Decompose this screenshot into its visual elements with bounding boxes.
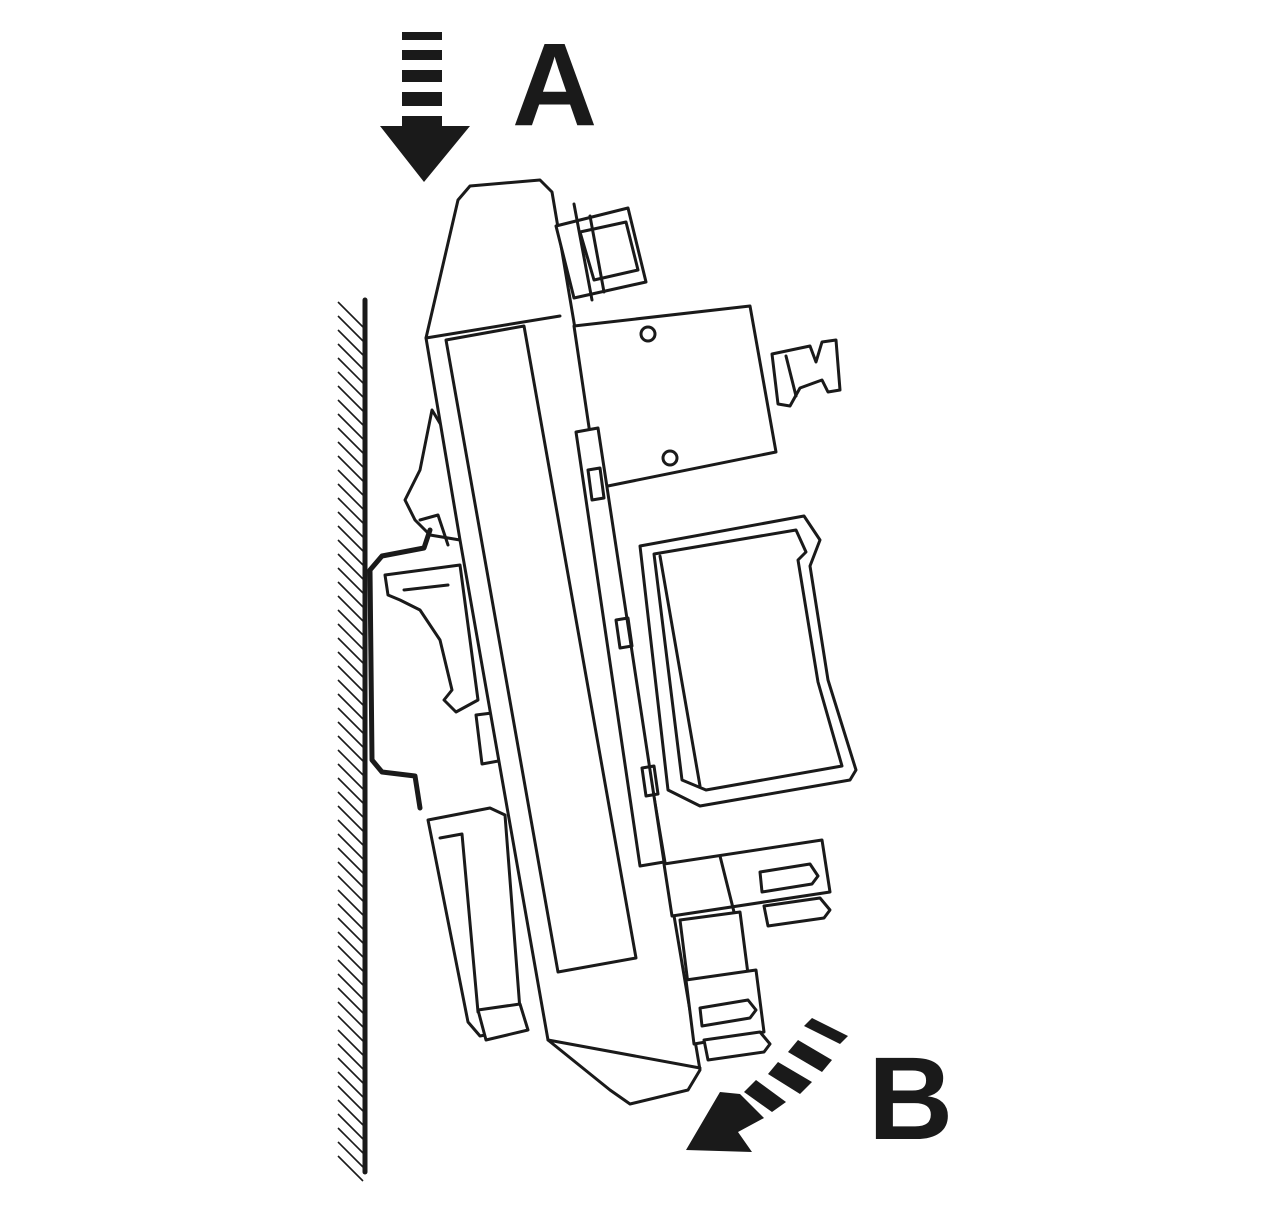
din-rail	[367, 527, 433, 811]
hatch-line	[337, 483, 364, 510]
hatch-line	[337, 819, 364, 846]
hatch-line	[337, 329, 364, 356]
hatch-line	[337, 805, 364, 832]
hatch-line	[337, 1099, 364, 1126]
hatch-line	[337, 315, 364, 342]
hatch-line	[337, 1113, 364, 1140]
terminal-cover	[638, 514, 858, 808]
hatch-line	[337, 791, 364, 818]
lower-terminals	[662, 838, 832, 1062]
hatch-line	[337, 385, 364, 412]
hatch-line	[337, 609, 364, 636]
hatch-line	[337, 469, 364, 496]
hatch-line	[337, 903, 364, 930]
hatch-line	[337, 301, 364, 328]
hatch-line	[337, 959, 364, 986]
hatch-line	[337, 861, 364, 888]
hatch-line	[337, 371, 364, 398]
hatch-line	[337, 1071, 364, 1098]
hatch-line	[337, 525, 364, 552]
top-connector	[554, 202, 648, 302]
hatch-line	[337, 847, 364, 874]
mounting-foot-lower	[426, 806, 530, 1042]
hatch-line	[337, 553, 364, 580]
step-label-a: A	[512, 19, 598, 151]
hatch-line	[337, 973, 364, 1000]
hatch-line	[337, 567, 364, 594]
hatch-line	[337, 623, 364, 650]
hatch-line	[337, 1085, 364, 1112]
hatch-line	[337, 777, 364, 804]
wall-hatching	[337, 301, 364, 1182]
step-label-b: B	[868, 1033, 954, 1165]
hatch-line	[337, 987, 364, 1014]
hatch-line	[337, 455, 364, 482]
side-module	[572, 304, 842, 490]
hatch-line	[337, 1127, 364, 1154]
hatch-line	[337, 749, 364, 776]
hatch-line	[337, 1141, 364, 1168]
hatch-line	[337, 1029, 364, 1056]
hatch-line	[337, 511, 364, 538]
hatch-line	[337, 1015, 364, 1042]
hatch-line	[337, 707, 364, 734]
hatch-line	[337, 735, 364, 762]
hatch-line	[337, 441, 364, 468]
hatch-line	[337, 413, 364, 440]
hatch-line	[337, 693, 364, 720]
hatch-line	[337, 1001, 364, 1028]
hatch-line	[337, 497, 364, 524]
hatch-line	[337, 721, 364, 748]
wall	[337, 297, 368, 1182]
hatch-line	[337, 931, 364, 958]
hatch-line	[337, 427, 364, 454]
arrow-a	[380, 32, 470, 182]
hatch-line	[337, 343, 364, 370]
hatch-line	[337, 889, 364, 916]
hatch-line	[337, 595, 364, 622]
arrow-b	[686, 1018, 848, 1152]
hatch-line	[337, 357, 364, 384]
device-housing	[424, 178, 702, 1106]
hatch-line	[337, 917, 364, 944]
hatch-line	[337, 1043, 364, 1070]
hatch-line	[337, 763, 364, 790]
hatch-line	[337, 875, 364, 902]
hatch-line	[337, 651, 364, 678]
hatch-line	[337, 539, 364, 566]
hatch-line	[337, 679, 364, 706]
hatch-line	[337, 833, 364, 860]
hatch-line	[337, 637, 364, 664]
hatch-line	[337, 581, 364, 608]
hatch-line	[337, 945, 364, 972]
hatch-line	[337, 1155, 364, 1182]
hatch-line	[337, 1057, 364, 1084]
hatch-line	[337, 399, 364, 426]
hatch-line	[337, 665, 364, 692]
side-strip	[574, 426, 666, 868]
